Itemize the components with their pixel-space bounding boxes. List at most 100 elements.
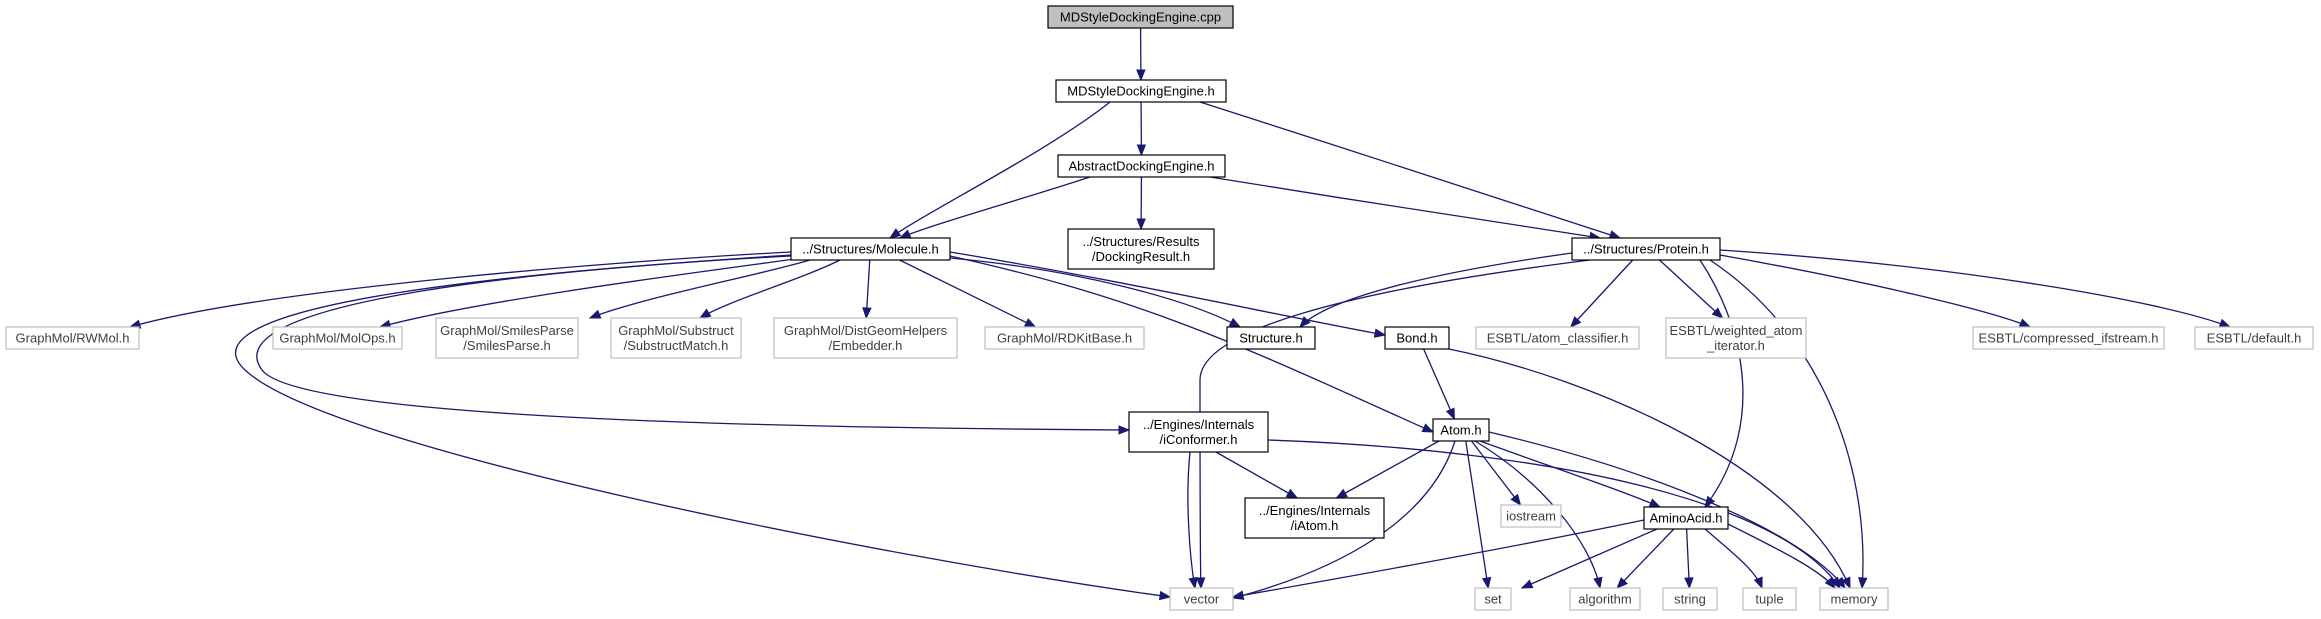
node-atom-h[interactable]: Atom.h <box>1432 418 1490 442</box>
arrowhead <box>1195 577 1206 590</box>
edge-line <box>1699 259 1744 508</box>
arrowhead <box>1753 576 1763 590</box>
node-label: ESBTL/weighted_atom <box>1670 323 1803 338</box>
edge-line <box>1521 528 1658 589</box>
arrowhead <box>1711 307 1724 319</box>
node-compressed-ifstream-h: ESBTL/compressed_ifstream.h <box>1972 326 2165 350</box>
node-label: vector <box>1184 592 1220 607</box>
node-default-h: ESBTL/default.h <box>2194 326 2314 350</box>
arrowhead <box>1569 316 1582 328</box>
edge-aminoacid-h-to-tuple <box>1704 528 1763 590</box>
arrowhead <box>1228 317 1242 328</box>
node-aminoacid-h[interactable]: AminoAcid.h <box>1643 506 1729 530</box>
edge-line <box>949 251 1386 336</box>
arrowhead <box>1481 576 1492 590</box>
node-molecule-h[interactable]: ../Structures/Molecule.h <box>790 237 951 261</box>
node-iatom-h[interactable]: ../Engines/Internals/iAtom.h <box>1244 497 1385 539</box>
arrowhead <box>1684 577 1694 590</box>
node-box <box>1055 79 1227 103</box>
node-structure-h[interactable]: Structure.h <box>1226 326 1316 350</box>
edge-line <box>1659 259 1723 319</box>
edge-line <box>949 255 1434 433</box>
node-dockingresult-h[interactable]: ../Structures/Results/DockingResult.h <box>1067 228 1215 270</box>
edge-line <box>1470 440 1522 506</box>
node-protein-h[interactable]: ../Structures/Protein.h <box>1571 237 1721 261</box>
node-box <box>1662 587 1718 611</box>
edge-line <box>1719 249 2231 328</box>
arrowhead <box>1188 576 1198 590</box>
node-label: MDStyleDockingEngine.cpp <box>1060 10 1221 25</box>
edge-atom-h-to-memory <box>1488 431 1846 590</box>
edge-protein-h-to-memory <box>1709 259 1868 590</box>
node-box <box>1571 237 1721 261</box>
node-box <box>1475 326 1640 350</box>
node-string: string <box>1662 587 1718 611</box>
arrowhead <box>1510 493 1522 507</box>
edge-line <box>235 254 1171 598</box>
edge-line <box>1570 259 1634 328</box>
node-label: ESBTL/atom_classifier.h <box>1487 331 1629 346</box>
arrowhead <box>1445 407 1455 421</box>
node-label: ESBTL/default.h <box>2207 331 2302 346</box>
node-box <box>272 326 403 350</box>
node-box <box>1819 587 1889 611</box>
node-box <box>1169 587 1234 611</box>
edge-line <box>1232 519 1645 598</box>
edge-abstractdockingengine-h-to-dockingresult-h <box>1136 176 1146 231</box>
node-label: GraphMol/DistGeomHelpers <box>784 323 948 338</box>
node-label: /SmilesParse.h <box>463 338 550 353</box>
edge-line <box>1199 101 1621 239</box>
node-label: _iterator.h <box>1706 338 1765 353</box>
edge-mdstyledockingengine-h-to-molecule-h <box>888 101 1111 239</box>
edge-atom-h-to-iatom-h <box>1335 440 1440 499</box>
arrowhead <box>1023 318 1037 328</box>
arrowhead <box>1299 316 1311 328</box>
arrowhead <box>1335 488 1348 499</box>
edge-mdstyledockingengine-h-to-protein-h <box>1199 101 1622 240</box>
node-label: ../Structures/Molecule.h <box>802 242 939 257</box>
node-rwmol-h: GraphMol/RWMol.h <box>5 326 140 350</box>
node-bond-h[interactable]: Bond.h <box>1384 326 1450 350</box>
edge-molecule-h-to-vector <box>235 254 1172 601</box>
arrowhead <box>1648 498 1662 508</box>
node-abstractdockingengine-h[interactable]: AbstractDockingEngine.h <box>1057 154 1226 178</box>
node-rdkitbase-h: GraphMol/RDKitBase.h <box>984 326 1145 350</box>
arrowhead <box>2218 318 2232 328</box>
node-label: MDStyleDockingEngine.h <box>1067 84 1214 99</box>
edge-line <box>1704 528 1763 589</box>
node-mdstyledockingengine-h[interactable]: MDStyleDockingEngine.h <box>1055 79 1227 103</box>
edge-aminoacid-h-to-algorithm <box>1616 528 1675 589</box>
node-label: /DockingResult.h <box>1092 249 1190 264</box>
dependency-edges <box>128 27 2232 601</box>
node-box <box>1057 154 1226 178</box>
node-iostream: iostream <box>1500 504 1562 528</box>
node-box <box>1384 326 1450 350</box>
edge-bond-h-to-memory <box>1448 348 1851 590</box>
edge-line <box>1199 259 1591 589</box>
edge-line <box>1267 439 1841 589</box>
node-iconformer-h[interactable]: ../Engines/Internals/iConformer.h <box>1128 411 1269 453</box>
node-box <box>1067 228 1215 270</box>
node-box <box>1226 326 1316 350</box>
arrowhead <box>1841 576 1851 590</box>
edge-line <box>1616 528 1675 589</box>
node-box <box>1474 587 1512 611</box>
node-mdstyledockingengine-cpp[interactable]: MDStyleDockingEngine.cpp <box>1047 5 1234 29</box>
node-box <box>2194 326 2314 350</box>
edge-line <box>1719 254 2031 328</box>
edge-line <box>1209 176 1601 239</box>
arrowhead <box>1158 590 1172 601</box>
edge-protein-h-to-atom-classifier-h <box>1569 259 1634 328</box>
node-label: memory <box>1831 592 1878 607</box>
edge-line <box>899 176 1091 239</box>
node-label: /iConformer.h <box>1159 432 1237 447</box>
node-box <box>1643 506 1729 530</box>
edge-molecule-h-to-atom-h <box>949 255 1435 433</box>
edge-molecule-h-to-rwmol-h <box>128 251 792 329</box>
arrowhead <box>1136 69 1146 82</box>
node-label: /iAtom.h <box>1291 518 1339 533</box>
arrowhead <box>1834 576 1846 590</box>
node-label: /SubstructMatch.h <box>624 338 729 353</box>
edge-line <box>899 259 1036 328</box>
